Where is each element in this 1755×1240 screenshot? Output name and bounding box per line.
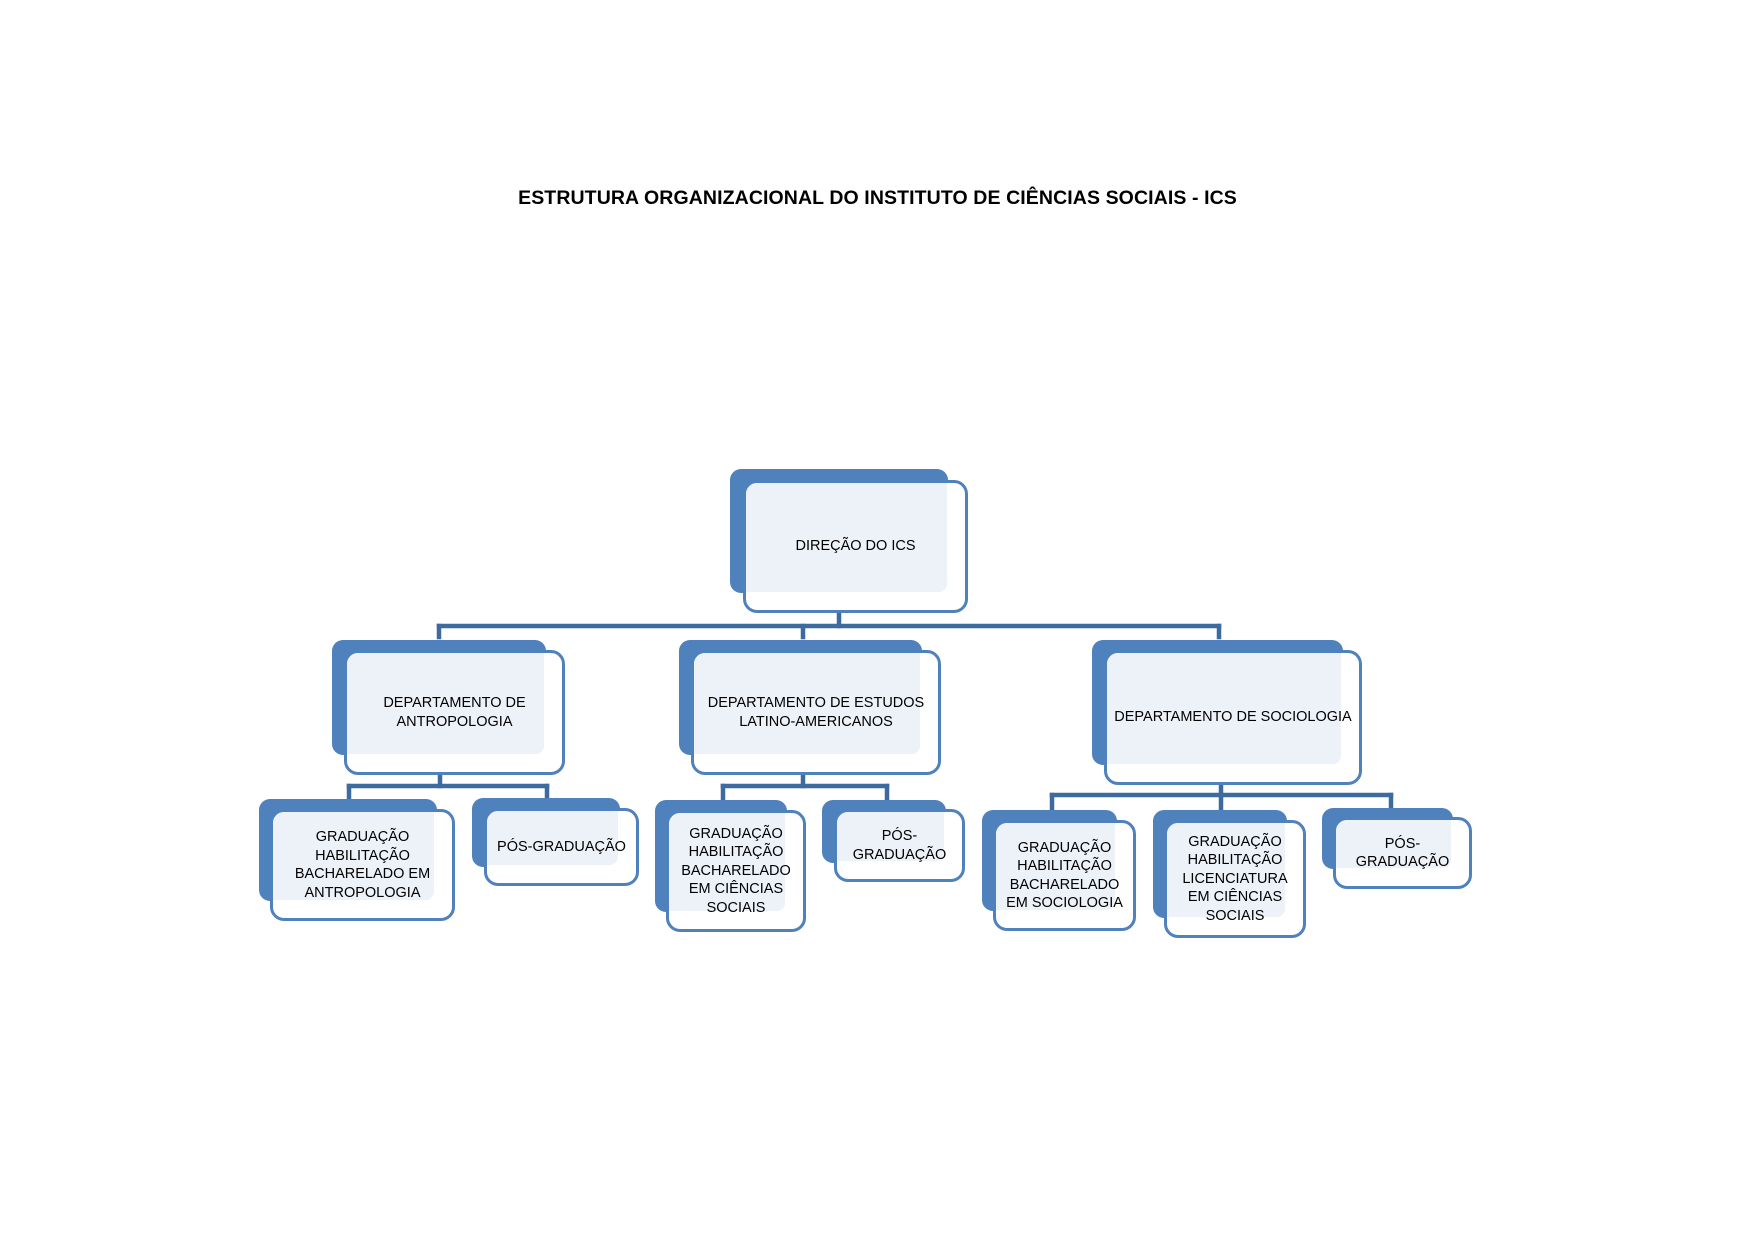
node-pos-sociologia-label: PÓS-GRADUAÇÃO [1355,835,1450,871]
node-dep-latino-label: DEPARTAMENTO DE ESTUDOS LATINO-AMERICANO… [707,695,925,730]
node-grad-sociologia-lic: GRADUAÇÃO HABILITAÇÃO LICENCIATURA EM CI… [1153,810,1306,938]
node-pos-latino-label: PÓS- GRADUAÇÃO [852,828,947,863]
node-dep-sociologia-label: DEPARTAMENTO DE SOCIOLOGIA [1114,709,1352,726]
node-pos-antropologia-label: PÓS-GRADUAÇÃO [497,838,626,855]
node-dep-sociologia: DEPARTAMENTO DE SOCIOLOGIA [1092,640,1362,785]
node-direcao: DIREÇÃO DO ICS [730,469,968,613]
node-grad-sociologia-bach-label: GRADUAÇÃO HABILITAÇÃO BACHARELADO EM SOC… [1006,839,1123,912]
chart-title: ESTRUTURA ORGANIZACIONAL DO INSTITUTO DE… [518,187,1237,209]
node-grad-sociologia-bach: GRADUAÇÃO HABILITAÇÃO BACHARELADO EM SOC… [982,810,1136,931]
node-pos-sociologia: PÓS-GRADUAÇÃO [1322,808,1472,889]
node-dep-antropologia: DEPARTAMENTO DE ANTROPOLOGIA [332,640,565,775]
node-grad-antropologia: GRADUAÇÃO HABILITAÇÃO BACHARELADO EM ANT… [259,799,455,921]
node-grad-sociologia-lic-label: GRADUAÇÃO HABILITAÇÃO LICENCIATURA EM CI… [1182,833,1288,924]
node-dep-latino: DEPARTAMENTO DE ESTUDOS LATINO-AMERICANO… [679,640,941,775]
node-pos-antropologia: PÓS-GRADUAÇÃO [472,798,639,886]
node-direcao-label: DIREÇÃO DO ICS [795,538,916,555]
node-grad-latino: GRADUAÇÃO HABILITAÇÃO BACHARELADO EM CIÊ… [655,800,806,932]
node-grad-latino-label: GRADUAÇÃO HABILITAÇÃO BACHARELADO EM CIÊ… [681,825,791,916]
node-dep-antropologia-label: DEPARTAMENTO DE ANTROPOLOGIA [383,695,526,730]
node-pos-latino: PÓS- GRADUAÇÃO [822,800,965,882]
node-grad-antropologia-label: GRADUAÇÃO HABILITAÇÃO BACHARELADO EM ANT… [294,829,431,901]
